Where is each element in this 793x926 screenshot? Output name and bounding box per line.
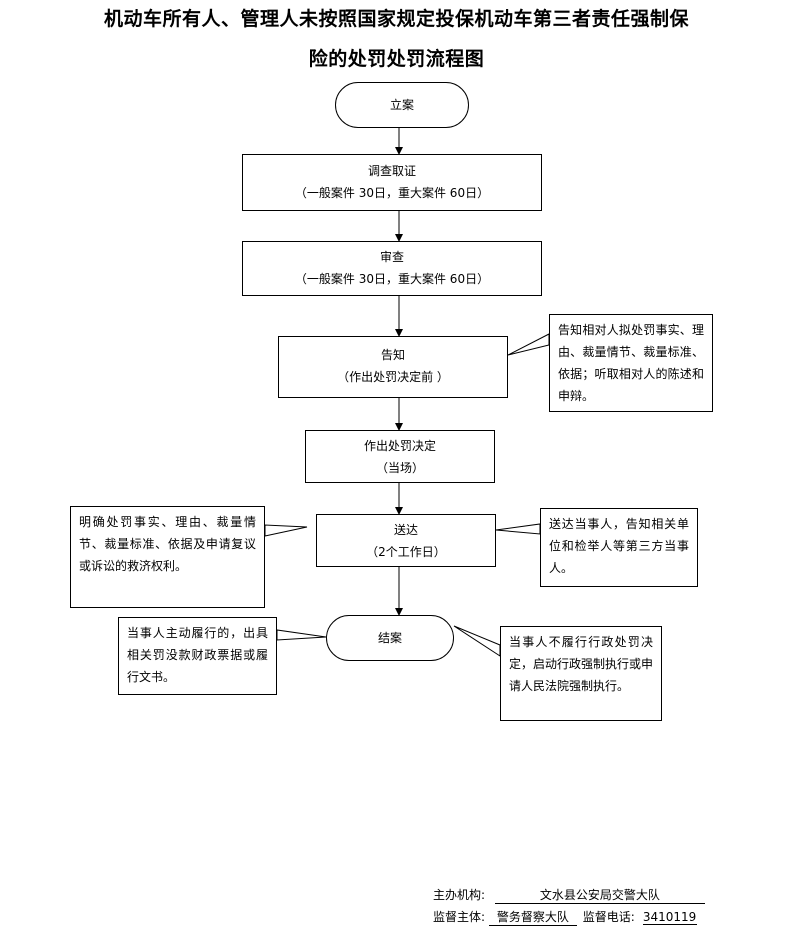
- note-deliver-left-text: 明确处罚事实、理由、裁量情节、裁量标准、依据及申请复议或诉讼的救济权利。: [79, 515, 256, 573]
- callout-pointer-close-right: [453, 625, 501, 657]
- step-start-label: 立案: [389, 98, 414, 112]
- step-close-label: 结案: [377, 631, 402, 645]
- page-title-line2: 险的处罚处罚流程图: [308, 48, 485, 70]
- step-review-title: 审查: [379, 250, 404, 264]
- footer-host-line: 主办机构: 文水县公安局交警大队: [433, 886, 705, 904]
- step-deliver-duration: （2个工作日）: [366, 545, 446, 559]
- note-deliver-right: 送达当事人，告知相关单位和检举人等第三方当事人。: [540, 508, 698, 587]
- note-close-right-text: 当事人不履行行政处罚决定，启动行政强制执行或申请人民法院强制执行。: [509, 635, 654, 693]
- footer-phone-label: 监督电话:: [582, 910, 635, 924]
- step-investigate-duration: （一般案件 30日，重大案件 60日）: [294, 186, 490, 200]
- step-decide-box: 作出处罚决定 （当场）: [305, 430, 495, 483]
- step-deliver-box: 送达 （2个工作日）: [316, 514, 496, 567]
- note-close-left-text: 当事人主动履行的，出具相关罚没款财政票据或履行文书。: [127, 626, 268, 684]
- footer-supervisor-line: 监督主体: 警务督察大队 监督电话: 3410119: [433, 908, 697, 926]
- step-investigate-box: 调查取证 （一般案件 30日，重大案件 60日）: [242, 154, 542, 211]
- step-notify-timing: （作出处罚决定前 ）: [337, 370, 449, 384]
- footer-host-value: 文水县公安局交警大队: [494, 886, 705, 904]
- footer-supervisor-label: 监督主体:: [433, 910, 486, 924]
- note-notify-right: 告知相对人拟处罚事实、理由、裁量情节、裁量标准、依据；听取相对人的陈述和申辩。: [549, 314, 713, 412]
- step-start-box: 立案: [335, 82, 469, 128]
- note-notify-right-text: 告知相对人拟处罚事实、理由、裁量情节、裁量标准、依据；听取相对人的陈述和申辩。: [558, 323, 704, 403]
- step-decide-timing: （当场）: [375, 461, 424, 475]
- note-close-left: 当事人主动履行的，出具相关罚没款财政票据或履行文书。: [118, 617, 277, 695]
- step-investigate-title: 调查取证: [367, 164, 416, 178]
- step-close-box: 结案: [326, 615, 454, 661]
- step-decide-title: 作出处罚决定: [363, 439, 436, 453]
- step-notify-title: 告知: [380, 348, 405, 362]
- callout-pointer-notify-right: [507, 333, 550, 356]
- footer-host-label: 主办机构:: [433, 888, 486, 902]
- note-deliver-left: 明确处罚事实、理由、裁量情节、裁量标准、依据及申请复议或诉讼的救济权利。: [70, 506, 265, 608]
- footer-phone-value: 3410119: [642, 910, 697, 925]
- callout-pointer-deliver-left: [264, 524, 308, 537]
- callout-pointer-close-left: [276, 629, 327, 641]
- step-review-box: 审查 （一般案件 30日，重大案件 60日）: [242, 241, 542, 296]
- step-notify-box: 告知 （作出处罚决定前 ）: [278, 336, 508, 398]
- note-deliver-right-text: 送达当事人，告知相关单位和检举人等第三方当事人。: [549, 517, 689, 575]
- step-review-duration: （一般案件 30日，重大案件 60日）: [294, 272, 490, 286]
- note-close-right: 当事人不履行行政处罚决定，启动行政强制执行或申请人民法院强制执行。: [500, 626, 662, 721]
- page-title-line1: 机动车所有人、管理人未按照国家规定投保机动车第三者责任强制保: [103, 8, 689, 30]
- step-deliver-title: 送达: [393, 523, 418, 537]
- callout-pointer-deliver-right: [495, 523, 541, 535]
- footer-supervisor-value: 警务督察大队: [488, 908, 577, 926]
